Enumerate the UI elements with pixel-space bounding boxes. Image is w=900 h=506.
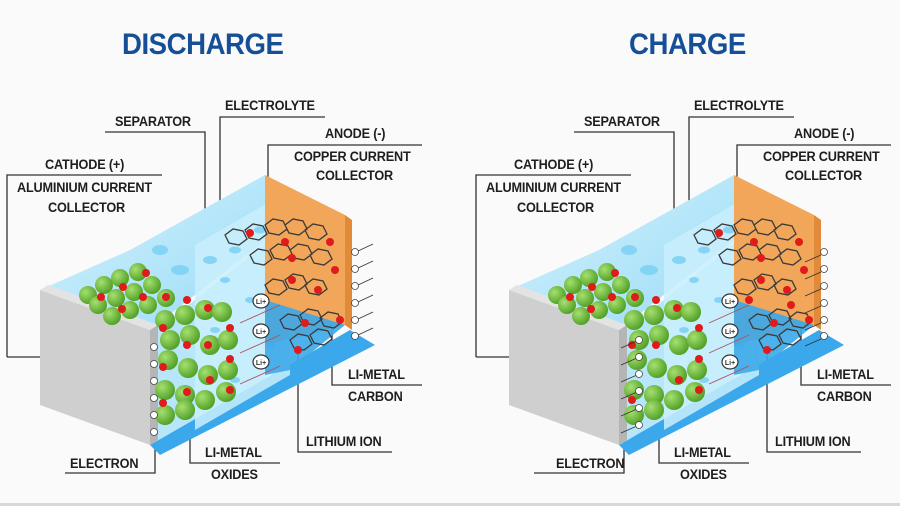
label-electron: ELECTRON [70,456,139,471]
electrons-anode [804,248,828,347]
li-metal-oxide-spheres [79,263,238,425]
label-separator: SEPARATOR [584,114,660,129]
label-electrolyte: ELECTROLYTE [694,98,784,113]
aluminium-collector [40,290,150,445]
label-copper-collector-2: COLLECTOR [785,168,863,183]
lithium-ions-anode [715,229,813,354]
label-cathode: CATHODE (+) [514,157,594,172]
label-copper-collector-1: COPPER CURRENT [294,149,411,164]
svg-text:Li+: Li+ [256,329,266,336]
label-cathode: CATHODE (+) [45,157,125,172]
bottom-divider [0,503,900,506]
label-aluminium-collector-1: ALUMINIUM CURRENT [486,180,621,195]
label-electron: ELECTRON [556,456,625,471]
label-li-metal-oxides-1: LI-METAL [674,445,731,460]
label-li-metal-oxides-1: LI-METAL [205,445,262,460]
label-aluminium-collector-2: COLLECTOR [48,200,126,215]
svg-text:Li+: Li+ [256,360,266,367]
electrons-cathode [150,343,158,436]
discharge-panel: DISCHARGE [6,28,422,482]
label-aluminium-collector-1: ALUMINIUM CURRENT [17,180,152,195]
electrolyte-top [40,175,265,330]
electrons-anode [351,243,374,340]
label-lithium-ion: LITHIUM ION [775,434,851,449]
svg-text:Li+: Li+ [256,299,266,306]
label-li-metal-oxides-2: OXIDES [680,467,727,482]
aluminium-collector [509,290,619,445]
label-li-metal-carbon-1: LI-METAL [817,367,874,382]
electrolyte-top [509,175,734,330]
label-lithium-ion: LITHIUM ION [306,434,382,449]
electrons-cathode [620,336,643,434]
label-aluminium-collector-2: COLLECTOR [517,200,595,215]
svg-text:Li+: Li+ [725,299,735,306]
panel-title: DISCHARGE [122,28,284,61]
label-li-metal-oxides-2: OXIDES [211,467,258,482]
charge-panel: CHARGE [469,0,900,506]
label-copper-collector-2: COLLECTOR [316,168,394,183]
svg-text:Li+: Li+ [725,360,735,367]
label-copper-collector-1: COPPER CURRENT [763,149,880,164]
label-anode: ANODE (-) [325,126,386,141]
li-ion-badges: Li+ Li+ Li+ [239,293,281,385]
label-li-metal-carbon-1: LI-METAL [348,367,405,382]
battery-cell-diagram: Li+ Li+ Li+ [6,116,422,474]
panel-title: CHARGE [629,28,746,61]
label-li-metal-carbon-2: CARBON [817,389,872,404]
battery-cell-diagram: Li+ Li+ Li+ [475,116,891,474]
svg-text:Li+: Li+ [725,329,735,336]
label-electrolyte: ELECTROLYTE [225,98,315,113]
label-anode: ANODE (-) [794,126,855,141]
label-separator: SEPARATOR [115,114,191,129]
lithium-ions-anode [246,229,344,354]
li-ion-badges: Li+ Li+ Li+ [708,293,750,385]
label-li-metal-carbon-2: CARBON [348,389,403,404]
li-metal-oxide-spheres [548,263,707,425]
